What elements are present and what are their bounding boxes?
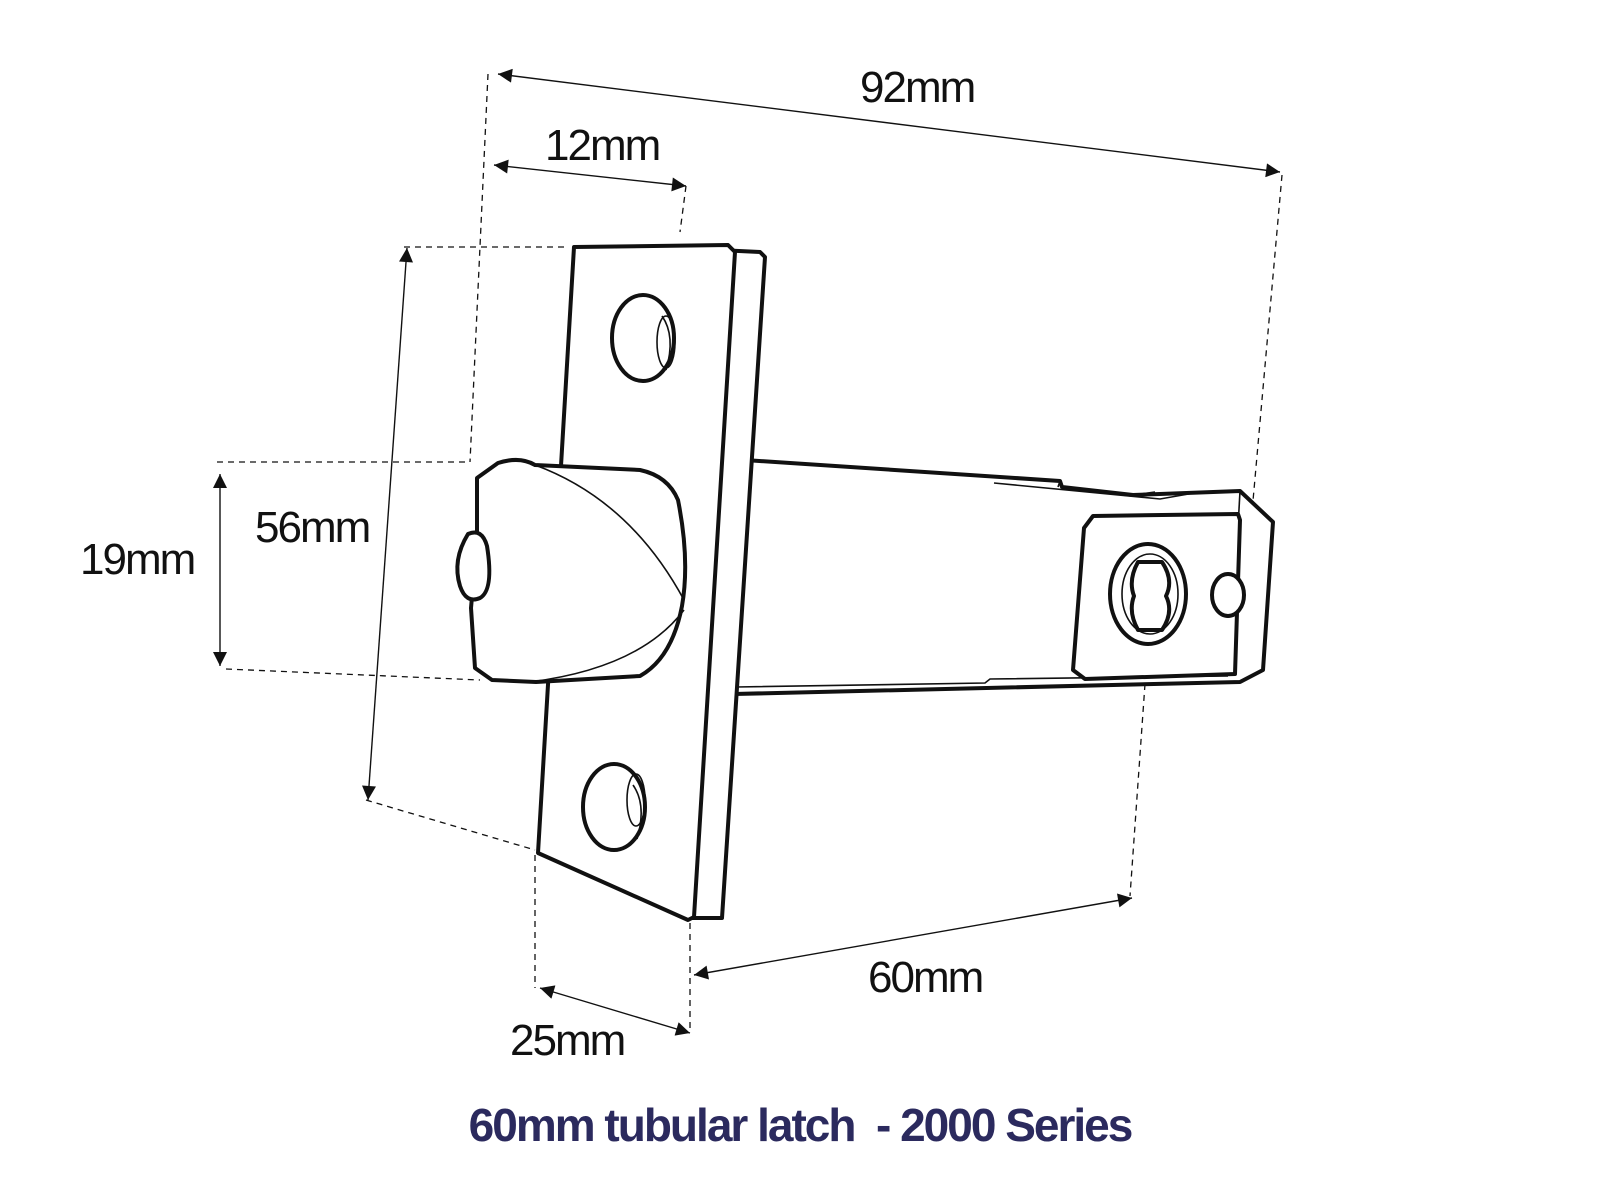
screw-hole-icon — [1210, 572, 1246, 618]
dim-label-faceplate-width: 25mm — [510, 1016, 624, 1065]
top-screw-hole-icon — [610, 293, 676, 383]
dimension-labels: 92mm 12mm 56mm 19mm 25mm 60mm — [80, 63, 984, 1065]
diagram-caption: 60mm tubular latch - 2000 Series — [468, 1099, 1134, 1151]
dim-line-56 — [362, 247, 413, 801]
bottom-screw-hole-icon — [581, 762, 647, 852]
latch-bolt — [455, 458, 688, 684]
dim-label-faceplate-height: 56mm — [255, 503, 369, 552]
dim-line-12 — [493, 159, 687, 192]
dim-line-60 — [693, 893, 1133, 980]
extension-lines — [217, 73, 1283, 1033]
spindle-hub — [1071, 512, 1246, 681]
dim-label-overall-length: 92mm — [860, 63, 974, 112]
dim-label-faceplate-thickness: 12mm — [545, 121, 659, 170]
dimension-lines — [213, 68, 1281, 1036]
dim-line-25 — [539, 985, 691, 1036]
dim-label-latch-height: 19mm — [80, 535, 194, 584]
dim-line-92 — [497, 68, 1281, 178]
dim-label-backset: 60mm — [868, 953, 982, 1002]
